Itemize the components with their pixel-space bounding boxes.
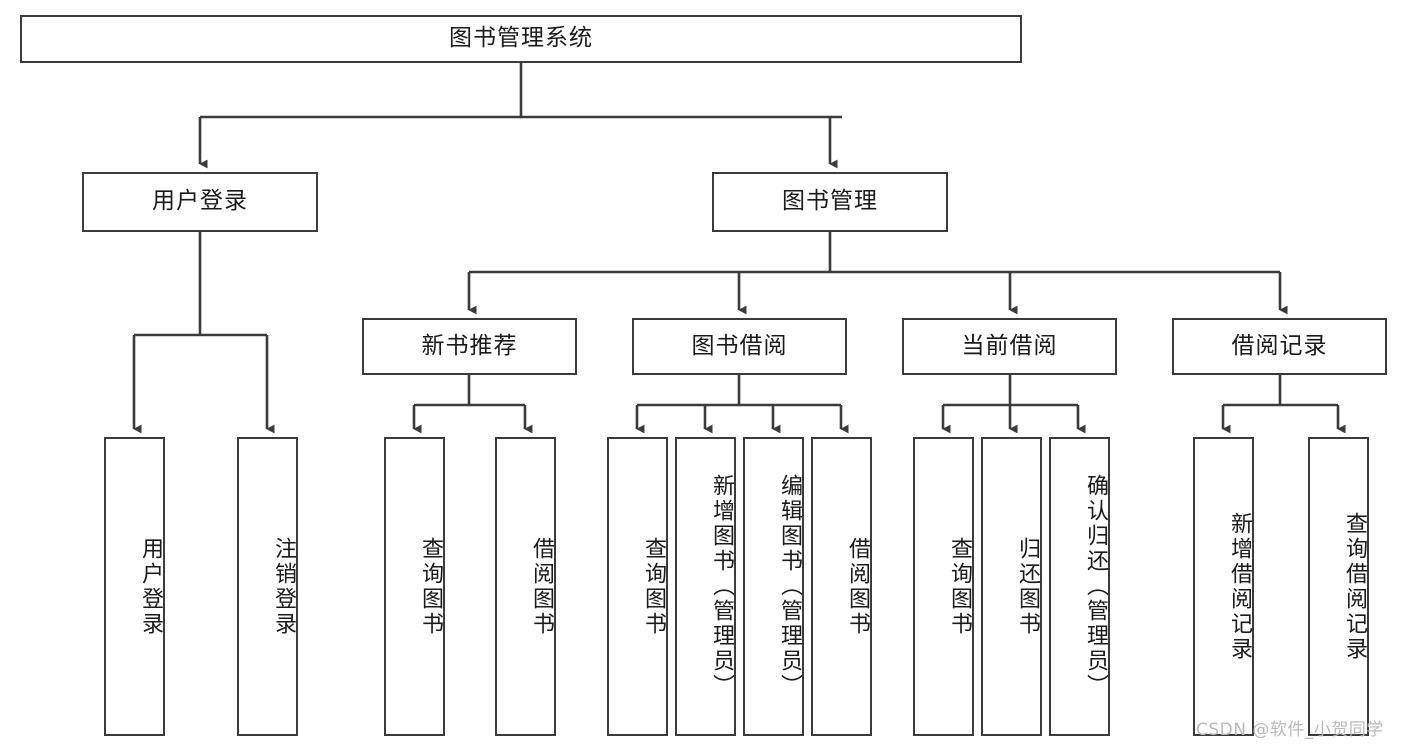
node-root-book-management-system[interactable]: 图书管理系统 [20,15,1022,63]
node-leaf-borrow-book-recommend[interactable]: 借阅图书 [495,437,556,736]
node-leaf-logout-login[interactable]: 注销登录 [237,437,298,736]
node-current-borrow[interactable]: 当前借阅 [902,318,1117,375]
node-label: 借阅记录 [1231,332,1328,359]
node-label: 查询图书 [947,536,972,637]
node-leaf-borrow-book[interactable]: 借阅图书 [811,437,872,736]
node-label: 图书借阅 [691,332,788,359]
watermark-text: CSDN @软件_小贺同学 [1196,720,1384,740]
node-leaf-query-borrow-record[interactable]: 查询借阅记录 [1308,437,1369,736]
node-label: 用户登录 [152,188,248,215]
node-leaf-query-book-recommend[interactable]: 查询图书 [384,437,445,736]
csdn-watermark: CSDN @软件_小贺同学 [1196,715,1384,740]
node-label: 图书管理 [782,188,878,215]
node-label: 新书推荐 [421,332,518,359]
node-new-book-recommend[interactable]: 新书推荐 [362,318,577,375]
node-leaf-add-borrow-record[interactable]: 新增借阅记录 [1193,437,1254,736]
node-label: 借阅图书 [529,536,554,637]
node-label: 注销登录 [271,536,296,637]
node-leaf-return-book[interactable]: 归还图书 [981,437,1042,736]
node-book-borrow[interactable]: 图书借阅 [632,318,847,375]
node-label: 新增借阅记录 [1227,511,1252,662]
node-leaf-user-login[interactable]: 用户登录 [104,437,165,736]
node-label: 确认归还（管理员） [1083,474,1108,699]
node-book-management[interactable]: 图书管理 [712,172,948,232]
node-label: 查询借阅记录 [1342,511,1367,662]
node-label: 用户登录 [138,536,163,637]
node-label: 查询图书 [641,536,666,637]
node-borrow-record[interactable]: 借阅记录 [1172,318,1387,375]
node-label: 图书管理系统 [449,25,593,52]
node-leaf-query-book-borrow[interactable]: 查询图书 [607,437,668,736]
node-leaf-edit-book-admin[interactable]: 编辑图书（管理员） [743,437,804,736]
node-label: 当前借阅 [961,332,1058,359]
node-leaf-confirm-return-admin[interactable]: 确认归还（管理员） [1049,437,1110,736]
node-label: 编辑图书（管理员） [777,474,802,699]
node-label: 借阅图书 [845,536,870,637]
node-label: 归还图书 [1015,536,1040,637]
node-label: 新增图书（管理员） [709,474,734,699]
node-label: 查询图书 [418,536,443,637]
node-leaf-query-book-current[interactable]: 查询图书 [913,437,974,736]
node-leaf-add-book-admin[interactable]: 新增图书（管理员） [675,437,736,736]
node-user-login[interactable]: 用户登录 [82,172,318,232]
